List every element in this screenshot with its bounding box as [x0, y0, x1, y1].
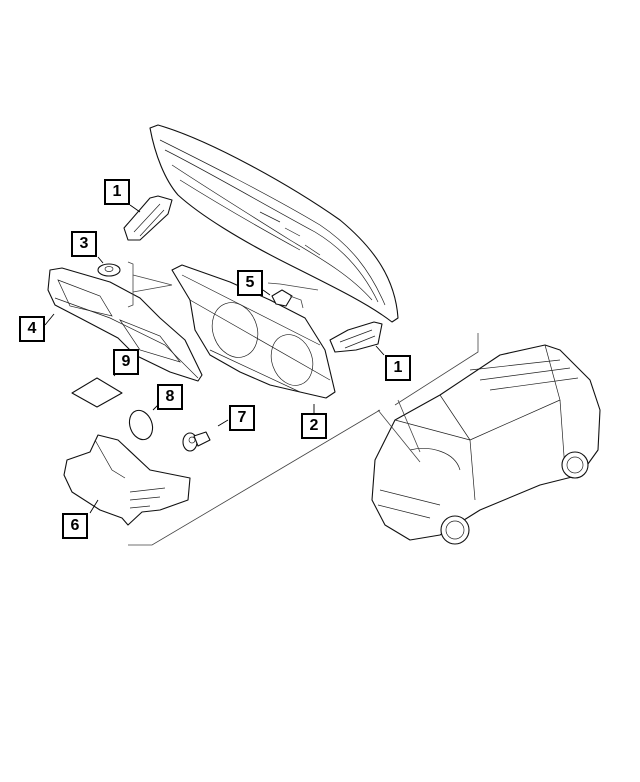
front-end-carrier: [171, 264, 336, 399]
bracket-part: [63, 434, 191, 526]
hinge-left: [123, 195, 173, 241]
push-pin: [182, 431, 211, 452]
group-boundary-line: [397, 399, 421, 453]
callout-1-hinge-right[interactable]: 1: [385, 355, 411, 381]
group-boundary-line: [394, 333, 479, 406]
callout-4-insulator[interactable]: 4: [19, 316, 45, 342]
hood-panel: [149, 124, 399, 323]
washer-part: [97, 263, 121, 277]
callout-1-hinge-left[interactable]: 1: [104, 179, 130, 205]
callout-6-bracket[interactable]: 6: [62, 513, 88, 539]
callout-7-pushpin[interactable]: 7: [229, 405, 255, 431]
van-illustration: [371, 344, 601, 545]
group-boundary-line: [128, 409, 381, 546]
seal-disc: [128, 409, 154, 441]
insulator-panel: [47, 267, 203, 382]
callout-5-clip[interactable]: 5: [237, 270, 263, 296]
callout-3-washer[interactable]: 3: [71, 231, 97, 257]
callout-2-carrier[interactable]: 2: [301, 413, 327, 439]
callout-8-seal[interactable]: 8: [157, 384, 183, 410]
callout-9-pad[interactable]: 9: [113, 349, 139, 375]
clip-part: [271, 289, 293, 307]
group-boundary-line: [377, 409, 421, 463]
adhesive-pad: [71, 377, 123, 408]
hinge-right: [329, 321, 383, 353]
